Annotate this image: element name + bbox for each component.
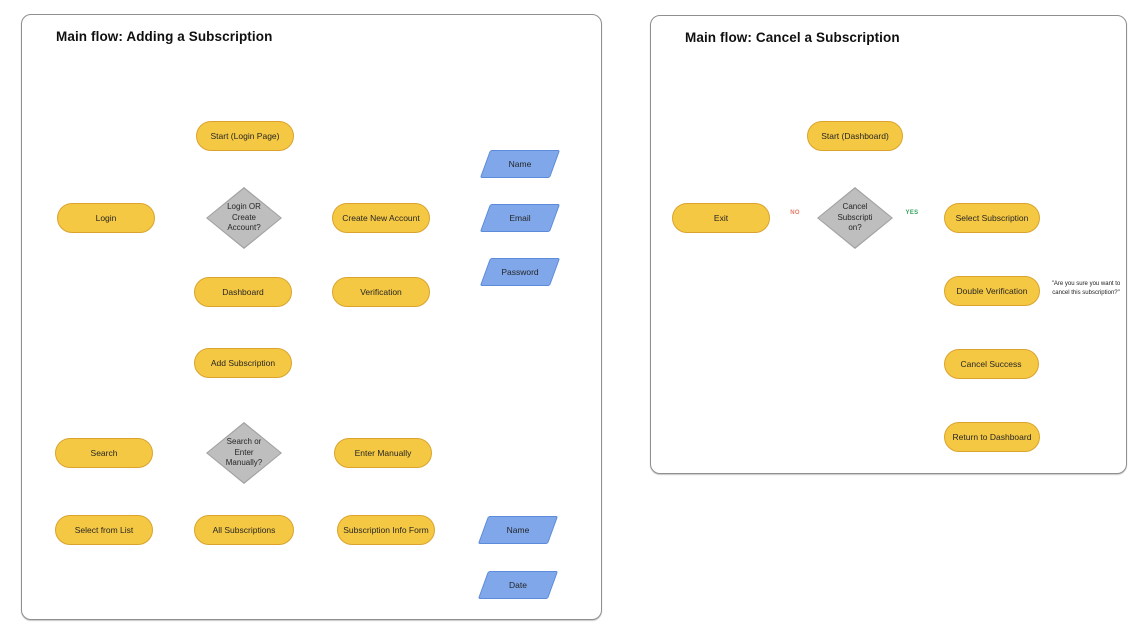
- node-select-from-list[interactable]: Select from List: [55, 515, 153, 545]
- edge-label-no: NO: [790, 210, 800, 216]
- panel-title: Main flow: Cancel a Subscription: [685, 30, 900, 45]
- node-enter-manually[interactable]: Enter Manually: [334, 438, 432, 468]
- node-label: Subscription Info Form: [343, 524, 429, 535]
- node-confirm-note: "Are you sure you want to cancel this su…: [1047, 279, 1125, 299]
- node-label: Double Verification: [956, 285, 1028, 296]
- node-subscription-info-form[interactable]: Subscription Info Form: [337, 515, 435, 545]
- node-label: Return to Dashboard: [952, 431, 1032, 442]
- node-label: Select from List: [74, 524, 134, 535]
- node-label: Email: [509, 212, 531, 223]
- node-return-to-dashboard[interactable]: Return to Dashboard: [944, 422, 1040, 452]
- node-label: "Are you sure you want to cancel this su…: [1051, 280, 1121, 296]
- node-label: All Subscriptions: [212, 524, 276, 535]
- node-label: Add Subscription: [210, 357, 276, 368]
- node-label: Start (Dashboard): [821, 130, 889, 141]
- node-label: Search or Enter Manually?: [225, 437, 263, 468]
- node-input-name[interactable]: Name: [479, 150, 561, 178]
- node-verification[interactable]: Verification: [332, 277, 430, 307]
- node-input-email[interactable]: Email: [479, 204, 561, 232]
- node-label: Select Subscription: [955, 212, 1029, 223]
- node-select-subscription[interactable]: Select Subscription: [944, 203, 1040, 233]
- node-label: Enter Manually: [354, 447, 412, 458]
- node-exit[interactable]: Exit: [672, 203, 770, 233]
- node-label: Password: [501, 266, 539, 277]
- node-decision-cancel-subscription[interactable]: Cancel Subscripti on?: [817, 187, 893, 249]
- node-create-new-account[interactable]: Create New Account: [332, 203, 430, 233]
- node-label: Dashboard: [222, 286, 264, 297]
- node-label: Search: [90, 447, 118, 458]
- node-output-date[interactable]: Date: [477, 571, 559, 599]
- node-label: Name: [506, 524, 530, 535]
- node-start-dashboard[interactable]: Start (Dashboard): [807, 121, 903, 151]
- node-label: Date: [509, 579, 527, 590]
- node-dashboard[interactable]: Dashboard: [194, 277, 292, 307]
- node-decision-login-or-create[interactable]: Login OR Create Account?: [206, 187, 282, 249]
- node-add-subscription[interactable]: Add Subscription: [194, 348, 292, 378]
- node-output-name[interactable]: Name: [477, 516, 559, 544]
- node-cancel-success[interactable]: Cancel Success: [943, 349, 1039, 379]
- node-search[interactable]: Search: [55, 438, 153, 468]
- node-all-subscriptions[interactable]: All Subscriptions: [194, 515, 294, 545]
- node-double-verification[interactable]: Double Verification: [944, 276, 1040, 306]
- node-decision-search-or-manual[interactable]: Search or Enter Manually?: [206, 422, 282, 484]
- node-label: Cancel Success: [960, 358, 1022, 369]
- node-label: Start (Login Page): [210, 130, 280, 141]
- node-label: Verification: [360, 286, 402, 297]
- node-label: Cancel Subscripti on?: [837, 202, 873, 233]
- node-label: Name: [508, 158, 532, 169]
- node-input-password[interactable]: Password: [479, 258, 561, 286]
- panel-cancel-a-subscription: Main flow: Cancel a Subscription: [650, 15, 1127, 474]
- node-label: Login OR Create Account?: [227, 202, 261, 233]
- node-start-login-page[interactable]: Start (Login Page): [196, 121, 294, 151]
- edge-label-yes: YES: [905, 210, 919, 216]
- node-label: Login: [95, 212, 117, 223]
- node-label: Exit: [713, 212, 729, 223]
- node-login[interactable]: Login: [57, 203, 155, 233]
- panel-title: Main flow: Adding a Subscription: [56, 29, 273, 44]
- node-label: Create New Account: [342, 212, 420, 223]
